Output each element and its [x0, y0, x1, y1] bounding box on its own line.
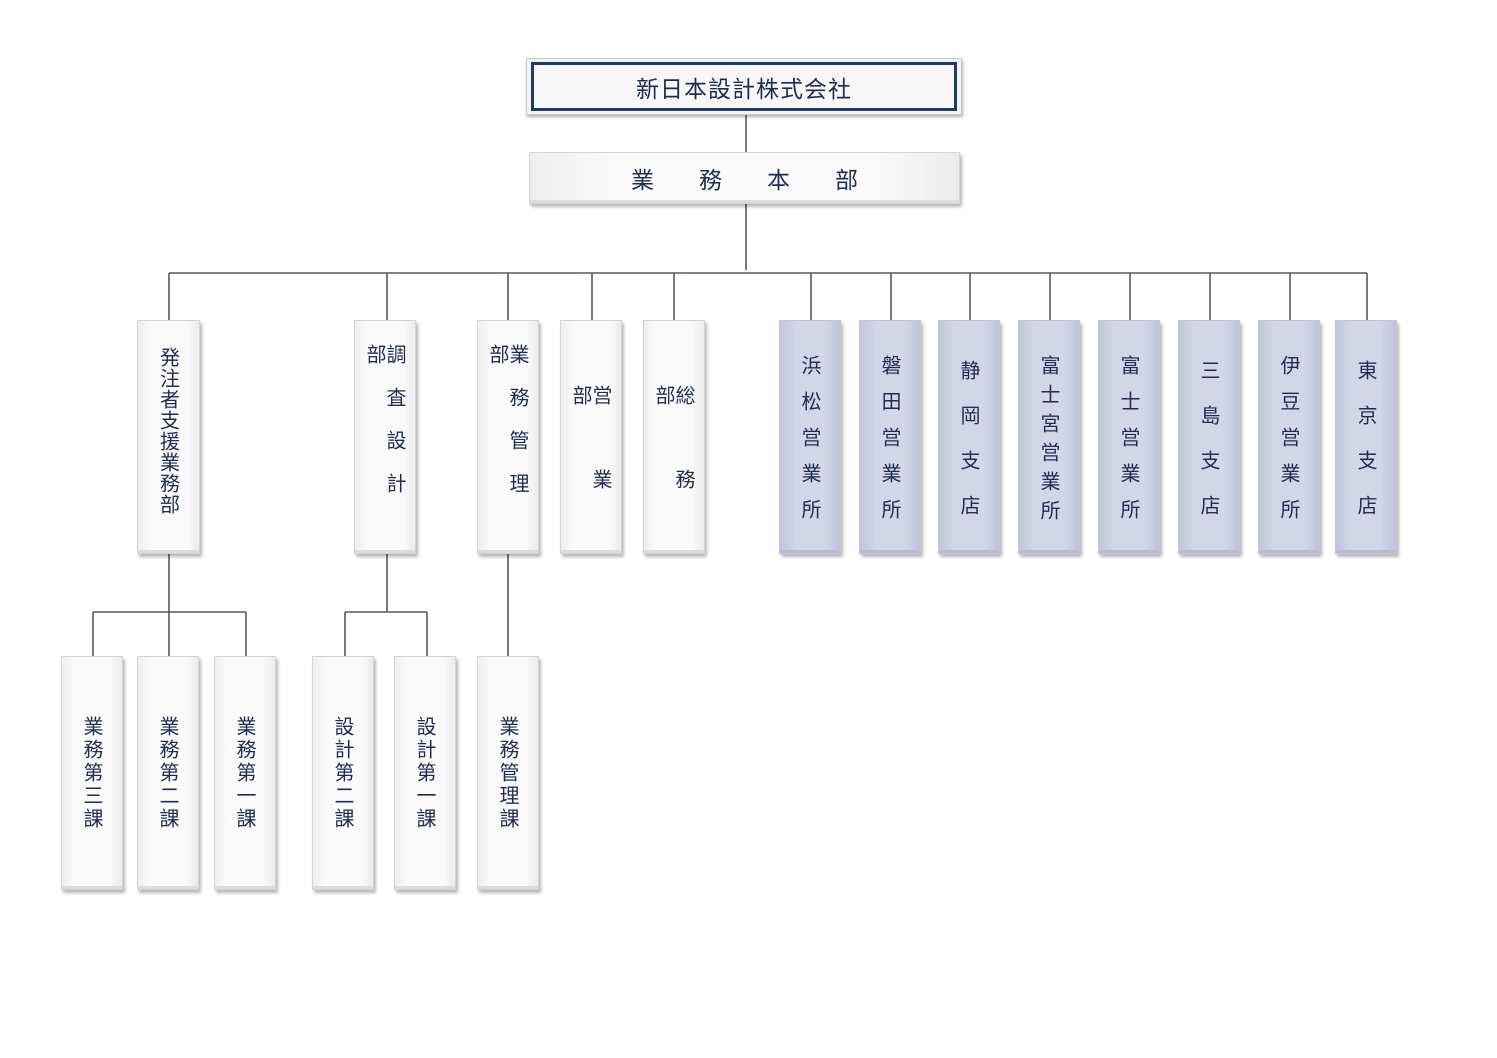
branch-iwata-box: 磐田営業所: [859, 320, 921, 554]
section-gyomu-kanri-label: 業務管理課: [496, 715, 520, 831]
branch-hamamatsu-label: 浜松営業所: [798, 355, 822, 535]
branch-fujinomiya-box: 富士宮営業所: [1018, 320, 1080, 554]
branch-izu-box: 伊豆営業所: [1258, 320, 1320, 554]
section-sekkei1-box: 設計第一課: [394, 656, 456, 890]
dept-gyomu-kanri-box: 業務管理部: [477, 320, 539, 554]
section-sekkei1-label: 設計第一課: [413, 715, 437, 831]
branch-fuji-label: 富士営業所: [1117, 355, 1141, 535]
section-gyomu3-box: 業務第三課: [61, 656, 123, 890]
section-gyomu1-box: 業務第一課: [214, 656, 276, 890]
company-name: 新日本設計株式会社: [636, 76, 852, 103]
section-sekkei2-box: 設計第二課: [312, 656, 374, 890]
branch-izu-label: 伊豆営業所: [1277, 355, 1301, 535]
branch-shizuoka-box: 静岡支店: [938, 320, 1000, 554]
branch-fuji-box: 富士営業所: [1098, 320, 1160, 554]
section-sekkei2-label: 設計第二課: [331, 715, 355, 831]
branch-mishima-label: 三島支店: [1197, 359, 1221, 540]
branch-iwata-label: 磐田営業所: [878, 355, 902, 535]
headquarters-box: 業務本部: [529, 152, 960, 204]
dept-somu-label: 総務部: [652, 385, 696, 553]
dept-somu-box: 総務部: [643, 320, 705, 554]
dept-gyomu-kanri-label: 業務管理部: [486, 344, 530, 516]
company-box: 新日本設計株式会社: [526, 58, 962, 115]
company-box-inner: 新日本設計株式会社: [531, 62, 957, 111]
section-gyomu2-label: 業務第二課: [156, 715, 180, 831]
section-gyomu2-box: 業務第二課: [137, 656, 199, 890]
dept-chosa-box: 調査設計部: [354, 320, 416, 554]
dept-hacchusha-box: 発注者支援業務部: [137, 320, 200, 554]
dept-chosa-label: 調査設計部: [363, 344, 407, 516]
branch-fujinomiya-label: 富士宮営業所: [1037, 354, 1061, 529]
branch-hamamatsu-box: 浜松営業所: [779, 320, 841, 554]
dept-hacchusha-label: 発注者支援業務部: [156, 347, 181, 515]
dept-eigyo-label: 営業部: [569, 385, 613, 553]
section-gyomu1-label: 業務第一課: [233, 715, 257, 831]
branch-mishima-box: 三島支店: [1178, 320, 1240, 554]
branch-tokyo-box: 東京支店: [1335, 320, 1397, 554]
dept-eigyo-box: 営業部: [560, 320, 622, 554]
branch-tokyo-label: 東京支店: [1354, 359, 1378, 540]
section-gyomu3-label: 業務第三課: [80, 715, 104, 831]
branch-shizuoka-label: 静岡支店: [957, 359, 981, 540]
section-gyomu-kanri-box: 業務管理課: [477, 656, 539, 890]
headquarters-name: 業務本部: [631, 168, 903, 194]
